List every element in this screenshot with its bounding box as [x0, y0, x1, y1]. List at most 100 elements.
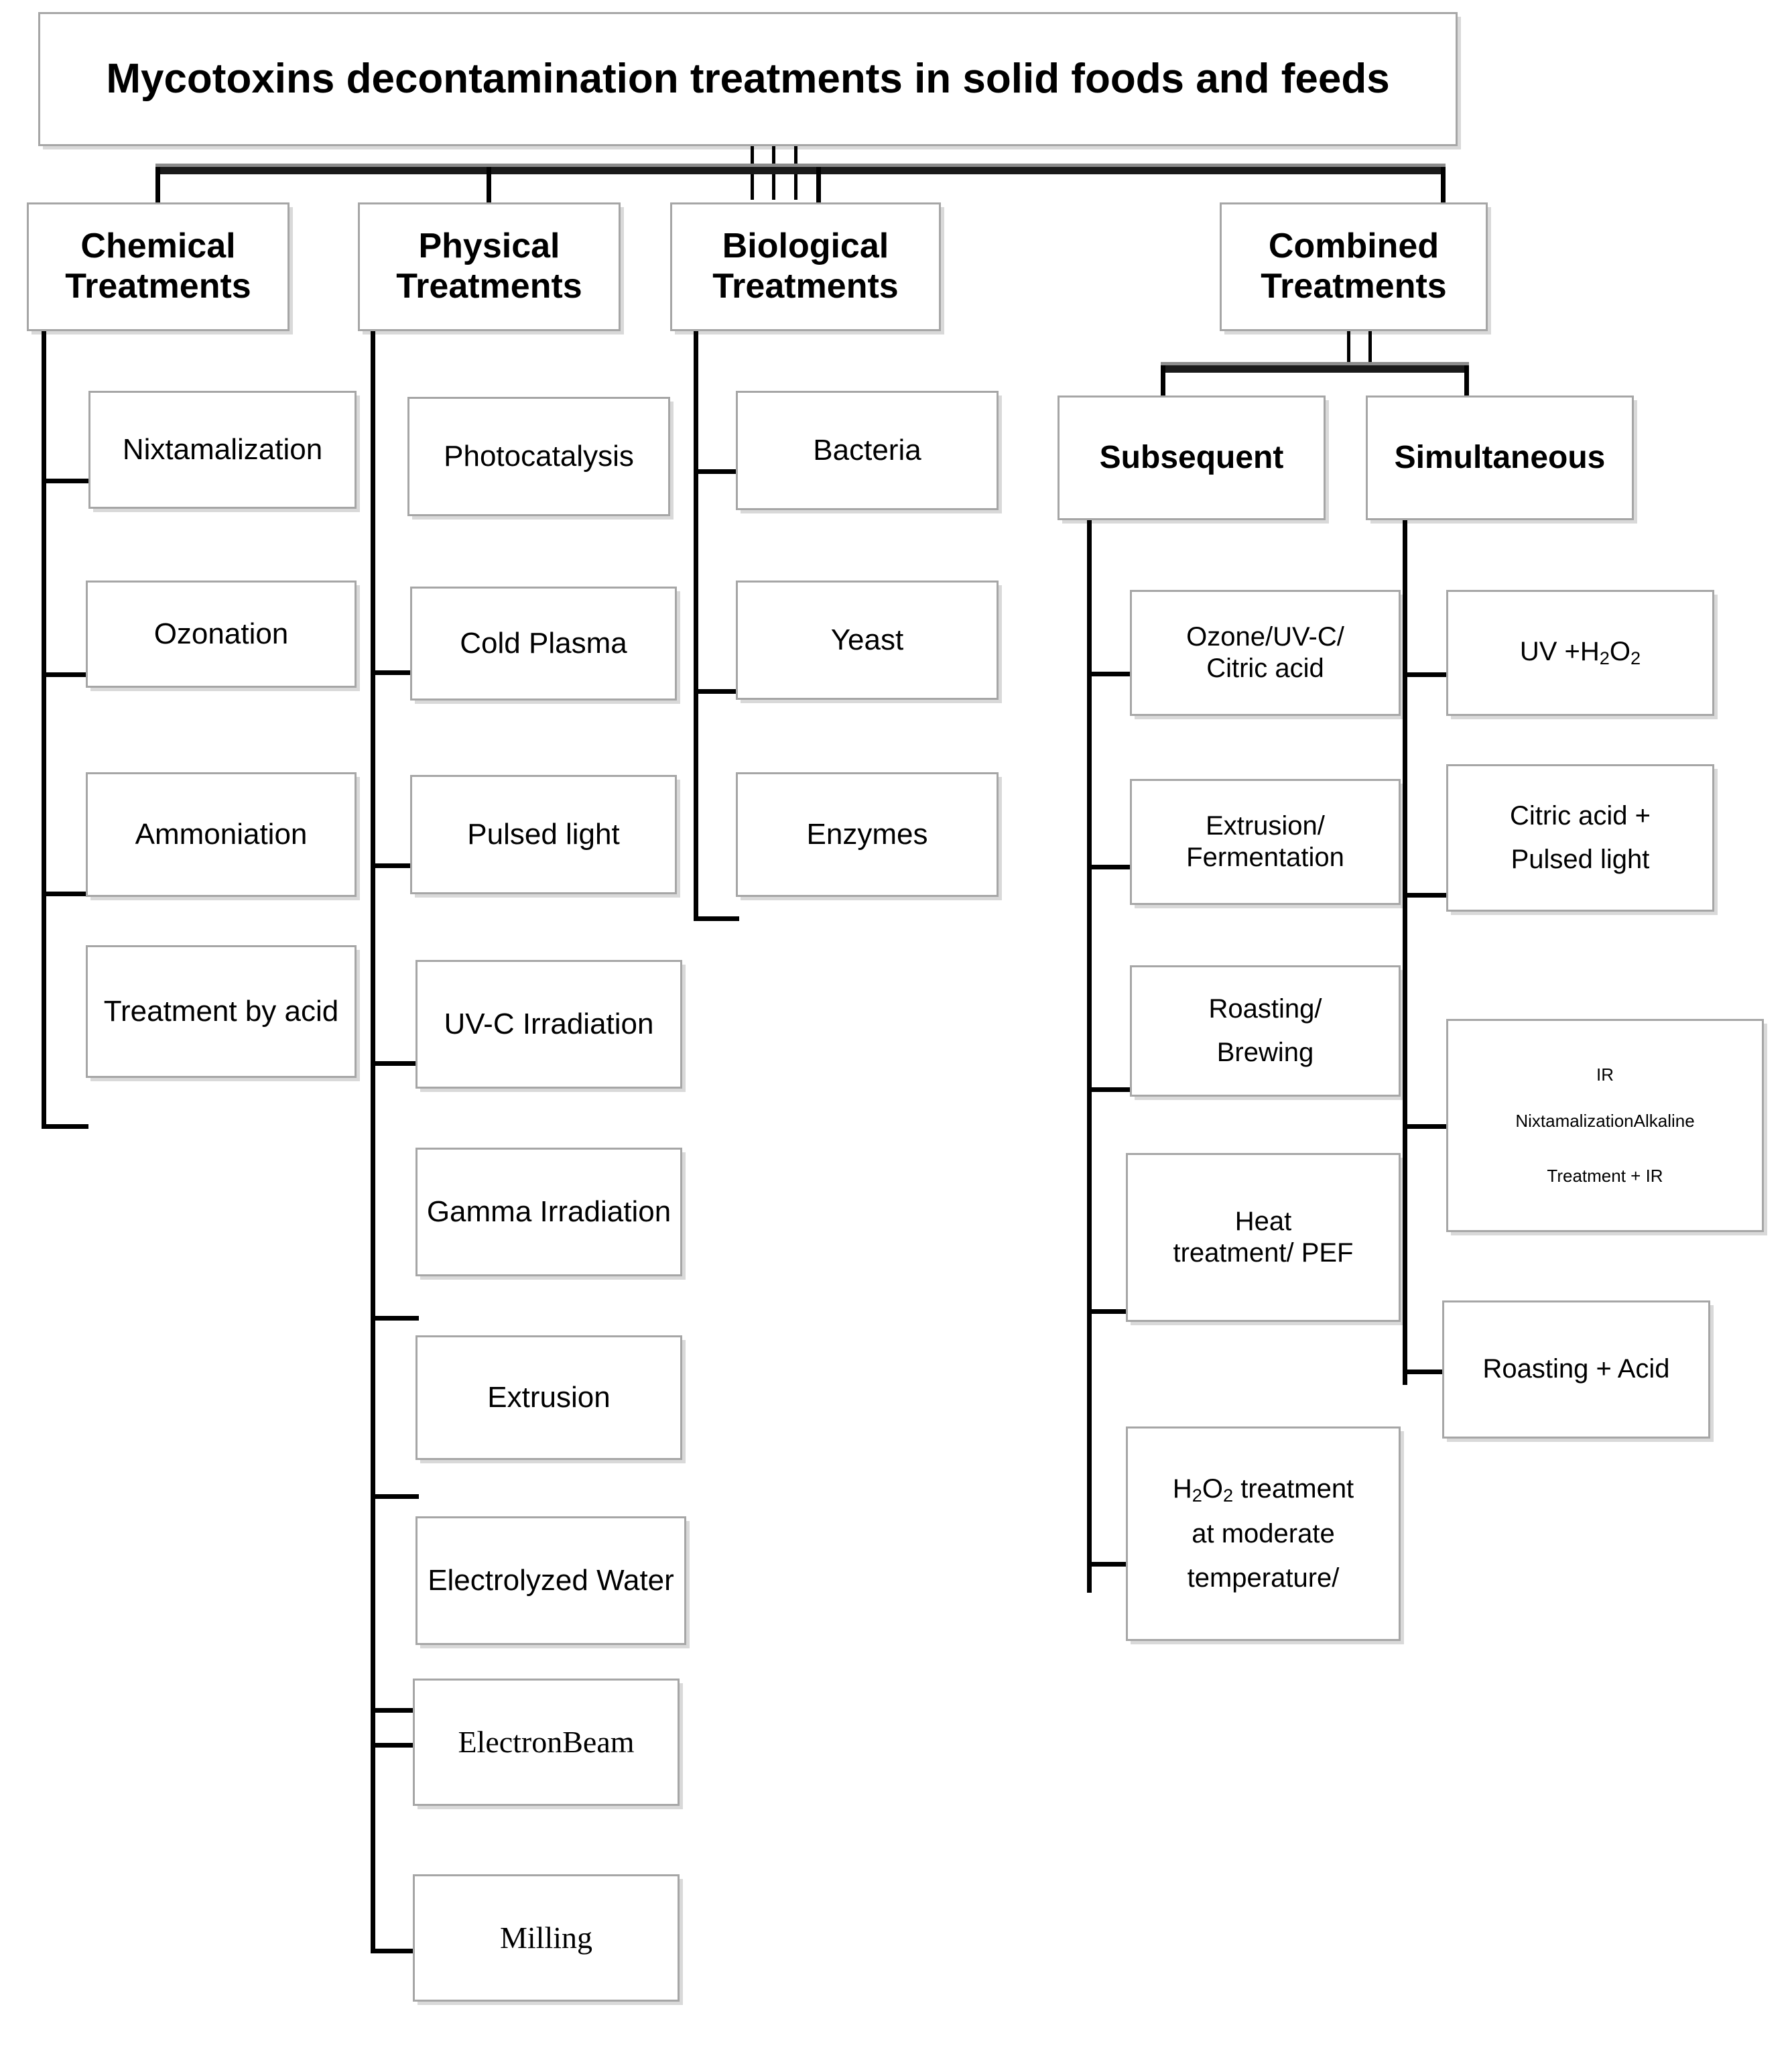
leaf-yeast[interactable]: Yeast — [736, 581, 999, 700]
leaf-treatment-by-acid-label: Treatment by acid — [103, 995, 339, 1028]
leaf-bacteria[interactable]: Bacteria — [736, 391, 999, 510]
stub-simultaneous-2 — [1403, 893, 1448, 898]
category-biological[interactable]: Biological Treatments — [670, 202, 941, 331]
leaf-treatment-by-acid[interactable]: Treatment by acid — [86, 945, 357, 1078]
leaf-citric-acid-pulsed-light-label: Citric acid + Pulsed light — [1509, 800, 1651, 874]
leaf-electron-beam[interactable]: ElectronBeam — [413, 1679, 680, 1806]
leaf-pulsed-light-label: Pulsed light — [467, 818, 620, 851]
stub-simultaneous-3 — [1403, 1124, 1454, 1129]
leaf-h2o2-line1: H2O2 treatment — [1172, 1474, 1354, 1506]
category-physical-label: Physical Treatments — [396, 227, 582, 306]
stub-subsequent-3 — [1087, 1087, 1133, 1092]
stub-physical-8 — [371, 1743, 416, 1748]
stub-chemical-3 — [42, 892, 88, 896]
leaf-roasting-acid-label: Roasting + Acid — [1482, 1354, 1670, 1384]
leaf-roasting-brewing-label: Roasting/ Brewing — [1208, 993, 1322, 1067]
leaf-extrusion-fermentation-label: Extrusion/ Fermentation — [1186, 810, 1344, 872]
stub-chemical-1 — [42, 479, 88, 483]
leaf-heat-treatment-pef-label: Heat treatment/ PEF — [1173, 1206, 1354, 1268]
leaf-h2o2-moderate-temp[interactable]: H2O2 treatment at moderate temperature/ — [1126, 1426, 1401, 1641]
stub-chemical-2 — [42, 672, 88, 677]
leaf-uv-h2o2[interactable]: UV +H2O2 — [1446, 590, 1714, 716]
root-label: Mycotoxins decontamination treatments in… — [106, 56, 1390, 103]
drop-subsequent — [1161, 365, 1165, 400]
leaf-yeast-label: Yeast — [830, 623, 904, 657]
leaf-pulsed-light[interactable]: Pulsed light — [410, 775, 677, 894]
leaf-extrusion-fermentation[interactable]: Extrusion/ Fermentation — [1130, 779, 1401, 905]
leaf-electron-beam-label: ElectronBeam — [458, 1724, 635, 1759]
leaf-roasting-acid[interactable]: Roasting + Acid — [1442, 1300, 1710, 1439]
stub-physical-9 — [371, 1949, 416, 1953]
combined-stem-1 — [1347, 331, 1350, 369]
stub-subsequent-1 — [1087, 672, 1133, 676]
leaf-ozone-uvc-citric[interactable]: Ozone/UV-C/ Citric acid — [1130, 590, 1401, 716]
leaf-citric-acid-pulsed-light[interactable]: Citric acid + Pulsed light — [1446, 764, 1714, 912]
stub-subsequent-5 — [1087, 1562, 1133, 1567]
drop-chemical — [155, 167, 160, 204]
leaf-ozonation-label: Ozonation — [153, 617, 289, 651]
leaf-bacteria-label: Bacteria — [813, 434, 921, 467]
drop-physical — [487, 167, 491, 204]
leaf-cold-plasma[interactable]: Cold Plasma — [410, 587, 677, 701]
drop-combined — [1441, 167, 1446, 204]
drop-simultaneous — [1464, 365, 1469, 400]
stub-physical-4 — [371, 1061, 419, 1066]
trunk-biological — [694, 331, 698, 921]
leaf-uv-c-irradiation-label: UV-C Irradiation — [444, 1008, 654, 1041]
stub-physical-3 — [371, 863, 412, 868]
trunk-chemical — [42, 331, 46, 1129]
subcategory-subsequent[interactable]: Subsequent — [1058, 396, 1326, 520]
drop-biological — [816, 167, 821, 204]
stub-biological-2 — [694, 689, 739, 694]
leaf-ir-nixtamalization-alkaline-label: IR NixtamalizationAlkaline Treatment + I… — [1515, 1064, 1695, 1187]
leaf-ir-nixtamalization-alkaline[interactable]: IR NixtamalizationAlkaline Treatment + I… — [1446, 1019, 1764, 1232]
leaf-h2o2-moderate-temp-label: H2O2 treatment at moderate temperature/ — [1133, 1467, 1393, 1599]
subcategory-subsequent-label: Subsequent — [1099, 440, 1284, 476]
combined-stem-2 — [1368, 331, 1372, 369]
leaf-photocatalysis-label: Photocatalysis — [444, 440, 634, 473]
stub-biological-1 — [694, 469, 739, 474]
subcategory-simultaneous[interactable]: Simultaneous — [1366, 396, 1634, 520]
leaf-electrolyzed-water[interactable]: Electrolyzed Water — [415, 1516, 686, 1645]
subcategory-simultaneous-label: Simultaneous — [1394, 440, 1606, 476]
stub-simultaneous-1 — [1403, 672, 1448, 677]
category-combined-label: Combined Treatments — [1261, 227, 1447, 306]
stub-physical-7 — [371, 1708, 416, 1713]
leaf-heat-treatment-pef[interactable]: Heat treatment/ PEF — [1126, 1153, 1401, 1322]
stub-chemical-4 — [42, 1124, 88, 1129]
stub-physical-6 — [371, 1494, 419, 1499]
stub-subsequent-4 — [1087, 1309, 1133, 1314]
leaf-gamma-irradiation[interactable]: Gamma Irradiation — [415, 1148, 682, 1276]
leaf-nixtamalization[interactable]: Nixtamalization — [88, 391, 357, 509]
leaf-extrusion-label: Extrusion — [487, 1381, 611, 1414]
leaf-enzymes-label: Enzymes — [806, 818, 928, 851]
leaf-enzymes[interactable]: Enzymes — [736, 772, 999, 897]
category-chemical[interactable]: Chemical Treatments — [27, 202, 290, 331]
trunk-subsequent — [1087, 520, 1092, 1593]
leaf-extrusion[interactable]: Extrusion — [415, 1335, 682, 1460]
leaf-gamma-irradiation-label: Gamma Irradiation — [426, 1195, 671, 1229]
stub-subsequent-2 — [1087, 865, 1133, 869]
leaf-uv-h2o2-label: UV +H2O2 — [1519, 637, 1641, 669]
stub-biological-3 — [694, 916, 739, 921]
leaf-photocatalysis[interactable]: Photocatalysis — [407, 397, 670, 516]
leaf-ammoniation[interactable]: Ammoniation — [86, 772, 357, 897]
leaf-cold-plasma-label: Cold Plasma — [460, 627, 627, 660]
leaf-milling[interactable]: Milling — [413, 1874, 680, 2002]
leaf-electrolyzed-water-label: Electrolyzed Water — [428, 1564, 674, 1597]
category-combined[interactable]: Combined Treatments — [1220, 202, 1488, 331]
leaf-roasting-brewing[interactable]: Roasting/ Brewing — [1130, 965, 1401, 1097]
leaf-uv-c-irradiation[interactable]: UV-C Irradiation — [415, 960, 682, 1089]
leaf-ozone-uvc-citric-label: Ozone/UV-C/ Citric acid — [1186, 621, 1344, 683]
stub-physical-5 — [371, 1316, 419, 1321]
leaf-ozonation[interactable]: Ozonation — [86, 581, 357, 688]
category-physical[interactable]: Physical Treatments — [358, 202, 621, 331]
stub-physical-2 — [371, 670, 412, 675]
leaf-milling-label: Milling — [499, 1920, 593, 1955]
trunk-physical — [371, 331, 375, 1953]
trunk-simultaneous — [1403, 520, 1407, 1385]
top-bus — [155, 167, 1446, 174]
category-chemical-label: Chemical Treatments — [65, 227, 251, 306]
leaf-nixtamalization-label: Nixtamalization — [122, 433, 323, 467]
